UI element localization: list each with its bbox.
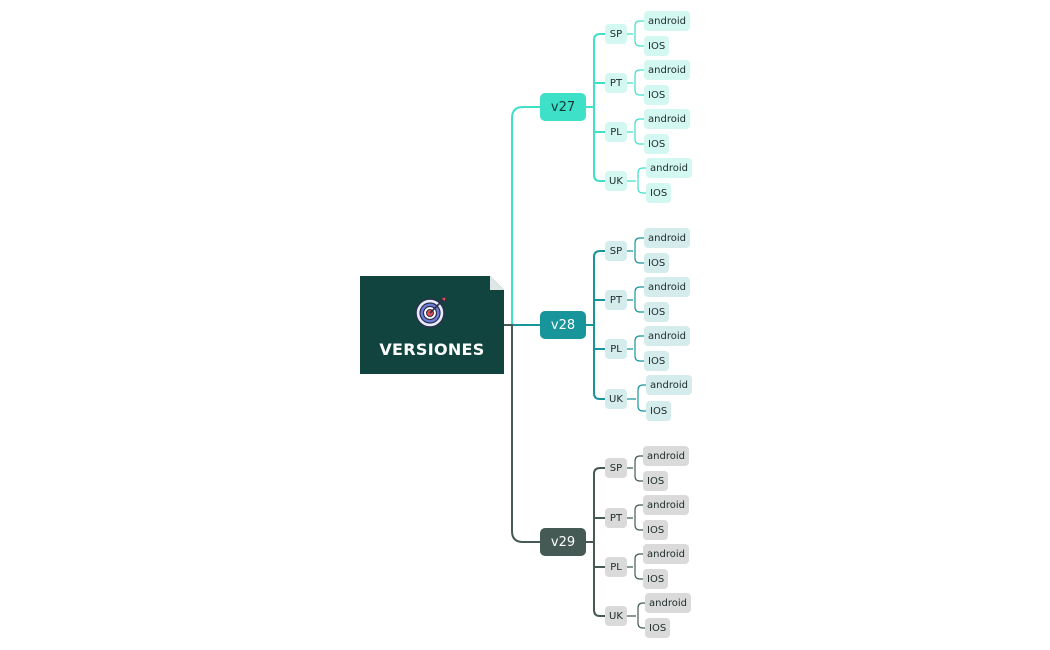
platform-node-v29-uk-android[interactable]: android — [645, 593, 691, 613]
country-node-v28-sp[interactable]: SP — [605, 241, 627, 261]
platform-node-v27-pl-ios[interactable]: IOS — [644, 134, 670, 154]
platform-node-v29-uk-ios[interactable]: IOS — [645, 618, 671, 638]
country-node-v29-sp[interactable]: SP — [605, 458, 627, 478]
version-node-v28[interactable]: v28 — [540, 311, 586, 339]
country-node-v27-sp[interactable]: SP — [605, 24, 627, 44]
platform-node-v27-uk-android[interactable]: android — [646, 158, 692, 178]
country-node-v29-pl[interactable]: PL — [605, 557, 627, 577]
country-node-v27-uk[interactable]: UK — [605, 171, 627, 191]
platform-node-v29-sp-ios[interactable]: IOS — [643, 471, 669, 491]
platform-node-v27-uk-ios[interactable]: IOS — [646, 183, 672, 203]
platform-node-v27-sp-ios[interactable]: IOS — [644, 36, 670, 56]
platform-node-v29-pt-ios[interactable]: IOS — [643, 520, 669, 540]
country-node-v29-pt[interactable]: PT — [605, 508, 627, 528]
platform-node-v28-sp-ios[interactable]: IOS — [644, 253, 670, 273]
version-node-v29[interactable]: v29 — [540, 528, 586, 556]
country-node-v29-uk[interactable]: UK — [605, 606, 627, 626]
country-node-v28-pt[interactable]: PT — [605, 290, 627, 310]
platform-node-v28-pt-ios[interactable]: IOS — [644, 302, 670, 322]
country-node-v28-pl[interactable]: PL — [605, 339, 627, 359]
platform-node-v27-pt-android[interactable]: android — [644, 60, 690, 80]
platform-node-v29-pl-ios[interactable]: IOS — [643, 569, 669, 589]
platform-node-v28-pl-android[interactable]: android — [644, 326, 690, 346]
version-node-v27[interactable]: v27 — [540, 93, 586, 121]
root-title: VERSIONES — [379, 340, 485, 359]
platform-node-v28-pl-ios[interactable]: IOS — [644, 351, 670, 371]
platform-node-v27-pt-ios[interactable]: IOS — [644, 85, 670, 105]
platform-node-v29-pt-android[interactable]: android — [643, 495, 689, 515]
platform-node-v28-pt-android[interactable]: android — [644, 277, 690, 297]
connectors-v29 — [504, 324, 648, 629]
platform-node-v28-uk-ios[interactable]: IOS — [646, 401, 672, 421]
platform-node-v28-sp-android[interactable]: android — [644, 228, 690, 248]
country-node-v27-pl[interactable]: PL — [605, 122, 627, 142]
platform-node-v27-pl-android[interactable]: android — [644, 109, 690, 129]
country-node-v27-pt[interactable]: PT — [605, 73, 627, 93]
platform-node-v29-sp-android[interactable]: android — [643, 446, 689, 466]
country-node-v28-uk[interactable]: UK — [605, 389, 627, 409]
connectors-v27 — [504, 20, 648, 326]
platform-node-v28-uk-android[interactable]: android — [646, 375, 692, 395]
platform-node-v29-pl-android[interactable]: android — [643, 544, 689, 564]
target-arrow-icon — [414, 294, 450, 330]
platform-node-v27-sp-android[interactable]: android — [644, 11, 690, 31]
